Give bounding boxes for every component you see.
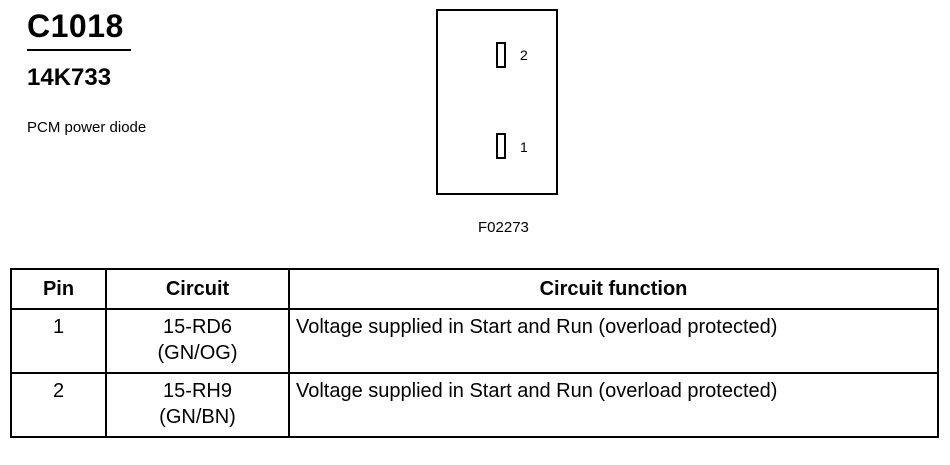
column-header-function: Circuit function <box>288 268 939 310</box>
connector-face-diagram: 2 1 <box>436 9 558 195</box>
circuit-id: 15-RH9 <box>163 380 232 402</box>
wire-color: (GN/OG) <box>157 342 238 364</box>
wire-color: (GN/BN) <box>159 406 236 428</box>
pin-slot-1 <box>496 133 506 159</box>
table-header-row: Pin Circuit Circuit function <box>10 268 939 310</box>
pin-label-1: 1 <box>520 139 528 155</box>
pin-cell: 2 <box>10 372 107 438</box>
title-underline <box>27 49 131 51</box>
function-cell: Voltage supplied in Start and Run (overl… <box>288 372 939 438</box>
table-row: 1 15-RD6 (GN/OG) Voltage supplied in Sta… <box>10 308 939 374</box>
column-header-circuit: Circuit <box>105 268 290 310</box>
connector-id: C1018 <box>27 8 124 44</box>
circuit-cell: 15-RD6 (GN/OG) <box>105 308 290 374</box>
part-number: 14K733 <box>27 64 112 91</box>
figure-code: F02273 <box>478 219 529 236</box>
table-row: 2 15-RH9 (GN/BN) Voltage supplied in Sta… <box>10 372 939 438</box>
pin-slot-2 <box>496 42 506 68</box>
circuit-id: 15-RD6 <box>163 316 232 338</box>
column-header-pin: Pin <box>10 268 107 310</box>
connector-description: PCM power diode <box>27 119 147 136</box>
pin-label-2: 2 <box>520 47 528 63</box>
pin-cell: 1 <box>10 308 107 374</box>
circuit-cell: 15-RH9 (GN/BN) <box>105 372 290 438</box>
pin-table: Pin Circuit Circuit function 1 15-RD6 (G… <box>10 268 939 438</box>
function-cell: Voltage supplied in Start and Run (overl… <box>288 308 939 374</box>
